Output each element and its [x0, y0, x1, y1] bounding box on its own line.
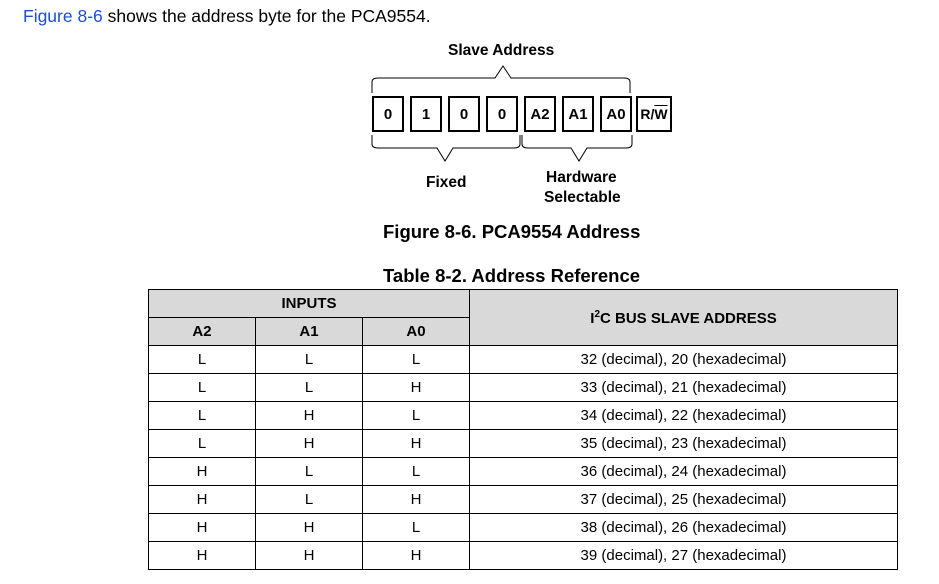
cell-a2: L: [148, 345, 256, 374]
cell-a0: L: [362, 513, 470, 542]
cell-a2: H: [148, 513, 256, 542]
bus-header-sup: 2: [594, 308, 601, 320]
bit-6: 1: [410, 96, 442, 132]
cell-a0: H: [362, 541, 470, 570]
bit-a2: A2: [524, 96, 556, 132]
col-header-a2: A2: [148, 317, 256, 346]
cell-a1: L: [255, 457, 363, 486]
cell-a0: H: [362, 485, 470, 514]
bus-header-rest: C BUS SLAVE ADDRESS: [600, 309, 777, 327]
inputs-header: INPUTS: [148, 289, 470, 318]
cell-a1: H: [255, 401, 363, 430]
top-brace: [371, 65, 631, 93]
bit-a0: A0: [600, 96, 632, 132]
cell-address: 37 (decimal), 25 (hexadecimal): [469, 485, 898, 514]
intro-paragraph: Figure 8-6 shows the address byte for th…: [23, 6, 431, 27]
cell-a2: L: [148, 429, 256, 458]
cell-address: 36 (decimal), 24 (hexadecimal): [469, 457, 898, 486]
cell-a2: H: [148, 457, 256, 486]
cell-address: 35 (decimal), 23 (hexadecimal): [469, 429, 898, 458]
fixed-brace: [371, 135, 521, 162]
figure-link[interactable]: Figure 8-6: [23, 6, 103, 26]
hardware-label-line2: Selectable: [544, 189, 621, 206]
figure-caption: Figure 8-6. PCA9554 Address: [383, 221, 641, 242]
cell-a2: L: [148, 401, 256, 430]
intro-text: shows the address byte for the PCA9554.: [102, 6, 431, 26]
bit-7: 0: [372, 96, 404, 132]
table-caption: Table 8-2. Address Reference: [383, 265, 641, 286]
cell-a1: L: [255, 373, 363, 402]
cell-a0: H: [362, 429, 470, 458]
cell-address: 38 (decimal), 26 (hexadecimal): [469, 513, 898, 542]
cell-a0: H: [362, 373, 470, 402]
bit-rw: R/W: [636, 96, 672, 132]
bit-a1: A1: [562, 96, 594, 132]
bit-5: 0: [448, 96, 480, 132]
fixed-label: Fixed: [426, 174, 467, 191]
cell-a1: H: [255, 513, 363, 542]
bus-header-i: I: [590, 309, 595, 327]
cell-a1: H: [255, 429, 363, 458]
bus-address-header: I2C BUS SLAVE ADDRESS: [469, 289, 898, 346]
cell-a0: L: [362, 345, 470, 374]
cell-a2: L: [148, 373, 256, 402]
slave-address-label: Slave Address: [448, 42, 555, 59]
hardware-label-line1: Hardware: [546, 169, 617, 186]
col-header-a1: A1: [255, 317, 363, 346]
cell-a2: H: [148, 541, 256, 570]
cell-address: 32 (decimal), 20 (hexadecimal): [469, 345, 898, 374]
cell-a1: L: [255, 345, 363, 374]
cell-address: 34 (decimal), 22 (hexadecimal): [469, 401, 898, 430]
cell-address: 33 (decimal), 21 (hexadecimal): [469, 373, 898, 402]
col-header-a0: A0: [362, 317, 470, 346]
cell-address: 39 (decimal), 27 (hexadecimal): [469, 541, 898, 570]
cell-a1: H: [255, 541, 363, 570]
cell-a0: L: [362, 457, 470, 486]
header-row-2: A2 A1 A0: [148, 317, 898, 346]
hardware-brace: [521, 135, 633, 162]
cell-a0: L: [362, 401, 470, 430]
header-row-1: INPUTS I2C BUS SLAVE ADDRESS: [148, 289, 898, 346]
cell-a1: L: [255, 485, 363, 514]
cell-a2: H: [148, 485, 256, 514]
bit-4: 0: [486, 96, 518, 132]
rw-label: R/W: [640, 106, 668, 122]
